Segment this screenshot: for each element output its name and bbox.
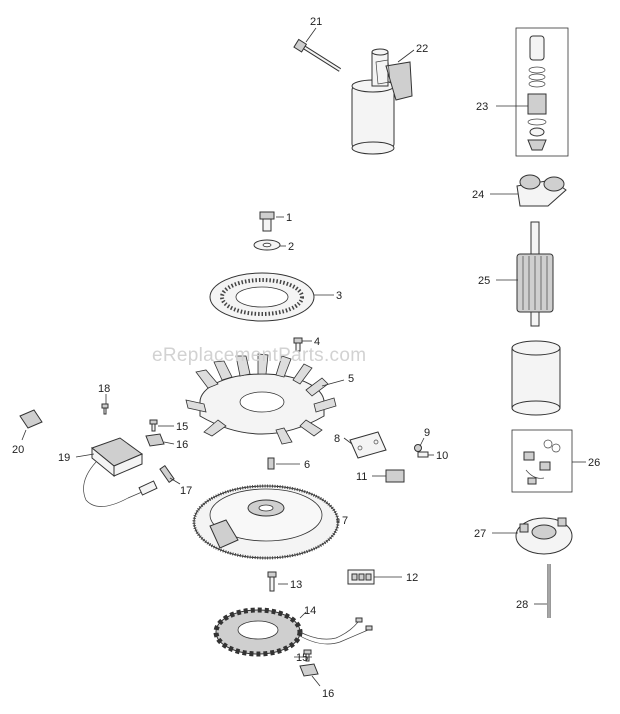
callout-label[interactable]: 23 <box>476 101 488 113</box>
part-ignition-module[interactable] <box>83 437 158 507</box>
part-grass-screen[interactable] <box>209 272 315 322</box>
part-spark-sensor[interactable] <box>159 465 175 483</box>
callout-label[interactable]: 24 <box>472 189 484 201</box>
callout-label[interactable]: 13 <box>290 579 302 591</box>
part-washer[interactable] <box>253 239 281 251</box>
part-fan-screw[interactable] <box>293 337 303 352</box>
callout-label[interactable]: 16 <box>322 688 334 700</box>
callout-label[interactable]: 3 <box>336 290 342 302</box>
part-screw-upper[interactable] <box>149 419 158 432</box>
leader-lines <box>21 27 586 687</box>
part-terminal[interactable] <box>19 409 43 429</box>
part-flywheel-key[interactable] <box>267 457 275 470</box>
callout-label[interactable]: 15 <box>296 652 308 664</box>
callout-label[interactable]: 16 <box>176 439 188 451</box>
callout-label[interactable]: 17 <box>180 485 192 497</box>
callout-label[interactable]: 11 <box>356 471 367 483</box>
part-rectifier-regulator[interactable] <box>349 431 387 459</box>
callout-label[interactable]: 9 <box>424 427 430 439</box>
part-stator-screw[interactable] <box>267 571 277 592</box>
callout-label[interactable]: 25 <box>478 275 490 287</box>
part-connector[interactable] <box>347 569 375 585</box>
part-armature[interactable] <box>516 221 554 327</box>
callout-label[interactable]: 1 <box>286 212 292 224</box>
part-end-bracket[interactable] <box>516 174 567 207</box>
callout-label[interactable]: 26 <box>588 457 600 469</box>
part-starter-motor[interactable] <box>351 48 413 155</box>
watermark: eReplacementParts.com <box>152 345 366 366</box>
callout-labels: 1 2 3 4 5 6 7 8 9 10 11 12 13 14 15 16 1… <box>12 16 600 700</box>
callout-label[interactable]: 27 <box>474 528 486 540</box>
part-brush-plate[interactable] <box>515 517 573 555</box>
callout-label[interactable]: 22 <box>416 43 428 55</box>
part-drive-kit[interactable] <box>515 27 569 157</box>
callout-label[interactable]: 15 <box>176 421 188 433</box>
part-clip-upper[interactable] <box>145 433 165 447</box>
part-starter-frame[interactable] <box>511 340 561 416</box>
callout-label[interactable]: 4 <box>314 336 320 348</box>
part-stator[interactable] <box>213 607 373 657</box>
callout-label[interactable]: 5 <box>348 373 354 385</box>
callout-label[interactable]: 28 <box>516 599 528 611</box>
callout-label[interactable]: 10 <box>436 450 448 462</box>
callout-label[interactable]: 6 <box>304 459 310 471</box>
part-small-screw[interactable] <box>101 403 109 415</box>
callout-label[interactable]: 8 <box>334 433 340 445</box>
part-brush-kit[interactable] <box>511 429 573 493</box>
part-plug[interactable] <box>385 469 405 483</box>
part-regulator-screw[interactable] <box>417 451 429 458</box>
callout-label[interactable]: 12 <box>406 572 418 584</box>
callout-label[interactable]: 21 <box>310 16 322 28</box>
callout-label[interactable]: 18 <box>98 383 110 395</box>
callout-label[interactable]: 20 <box>12 444 24 456</box>
callout-label[interactable]: 19 <box>58 452 70 464</box>
part-flywheel-screw[interactable] <box>259 211 275 232</box>
callout-label[interactable]: 2 <box>288 241 294 253</box>
part-screw-lower[interactable] <box>303 649 312 662</box>
part-cooling-fan[interactable] <box>185 353 337 445</box>
part-clip-lower[interactable] <box>299 663 319 677</box>
part-flywheel[interactable] <box>192 484 340 560</box>
callout-label[interactable]: 7 <box>342 515 348 527</box>
part-starter-bolt[interactable] <box>293 38 342 72</box>
callout-label[interactable]: 14 <box>304 605 316 617</box>
